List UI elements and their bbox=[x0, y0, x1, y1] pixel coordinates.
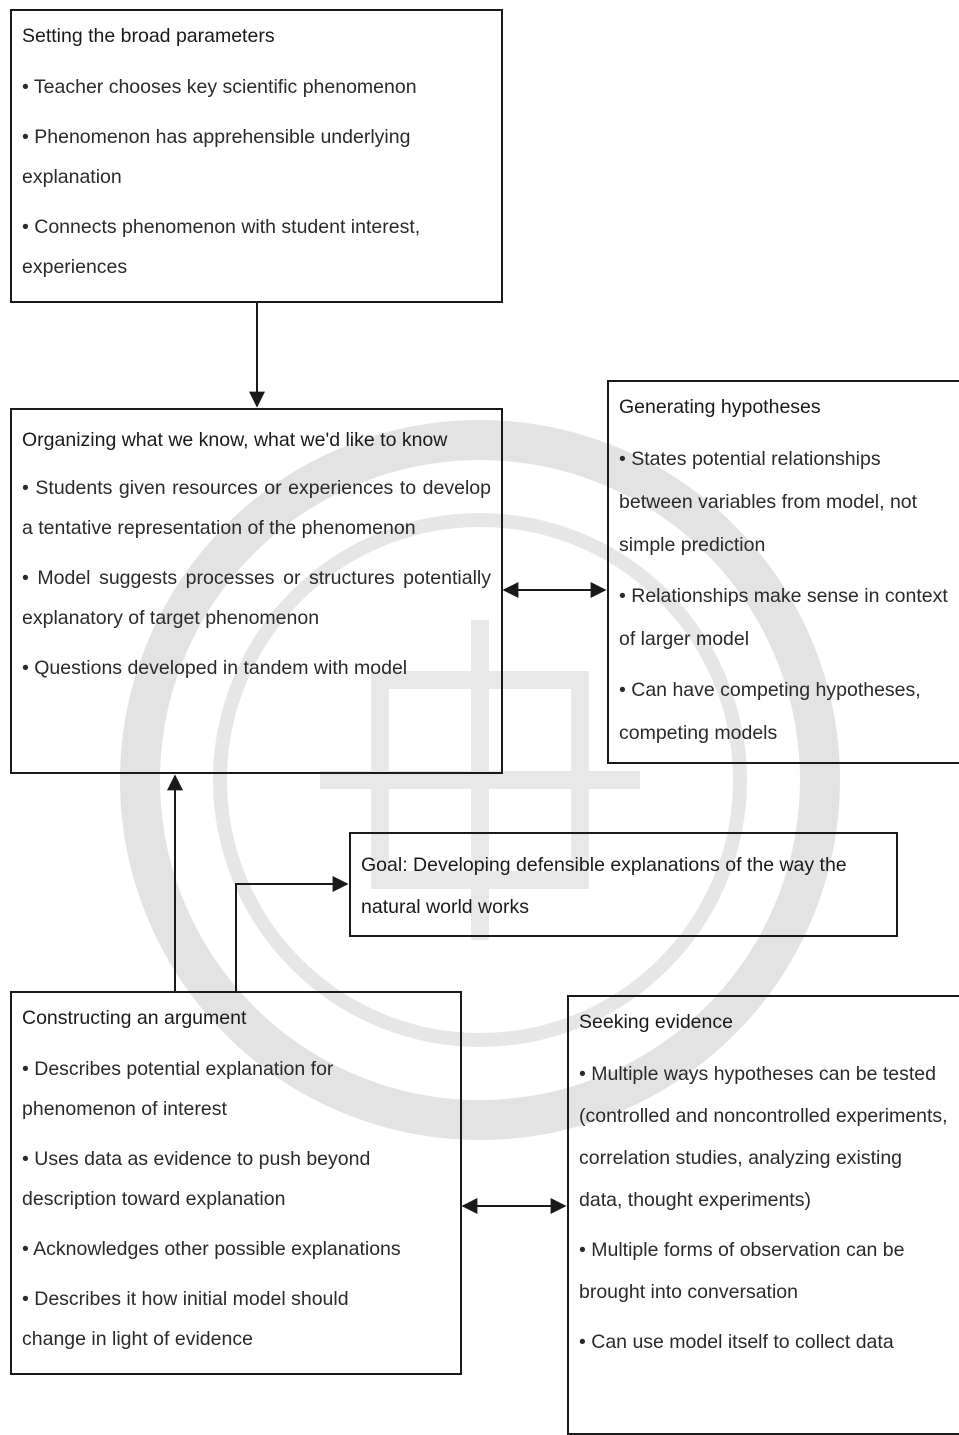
list-item: Relationships make sense in context of l… bbox=[619, 575, 955, 661]
list-item: Questions developed in tandem with model bbox=[22, 648, 491, 688]
box-setting-parameters: Setting the broad parameters Teacher cho… bbox=[10, 9, 503, 303]
list-item: Connects phenomenon with student interes… bbox=[22, 207, 472, 287]
box-title: Seeking evidence bbox=[579, 1011, 733, 1033]
box-goal: Goal: Developing defensible explanations… bbox=[349, 832, 898, 937]
list-item: Teacher chooses key scientific phenomeno… bbox=[22, 67, 491, 107]
list-item: States potential relationships between v… bbox=[619, 438, 955, 567]
box-organizing: Organizing what we know, what we'd like … bbox=[10, 408, 503, 774]
list-item: Can use model itself to collect data bbox=[579, 1321, 955, 1363]
list-item: Uses data as evidence to push beyond des… bbox=[22, 1139, 432, 1219]
box-constructing-argument: Constructing an argument Describes poten… bbox=[10, 991, 462, 1375]
box-title: Goal: Developing defensible explanations… bbox=[361, 854, 847, 918]
list-item: Phenomenon has apprehensible underlying … bbox=[22, 117, 462, 197]
list-item: Acknowledges other possible explanations bbox=[22, 1229, 450, 1269]
list-item: Can have competing hypotheses, competing… bbox=[619, 669, 955, 755]
box-title: Constructing an argument bbox=[22, 1007, 247, 1029]
list-item: Multiple ways hypotheses can be tested (… bbox=[579, 1053, 949, 1221]
list-item: Multiple forms of observation can be bro… bbox=[579, 1229, 959, 1313]
box-title: Setting the broad parameters bbox=[22, 25, 275, 47]
list-item: Describes it how initial model should ch… bbox=[22, 1279, 412, 1359]
box-seeking-evidence: Seeking evidence Multiple ways hypothese… bbox=[567, 995, 959, 1435]
arrow-constructing-to-goal bbox=[235, 876, 349, 991]
box-title: Organizing what we know, what we'd like … bbox=[22, 429, 448, 451]
list-item: Describes potential explanation for phen… bbox=[22, 1049, 402, 1129]
box-title: Generating hypotheses bbox=[619, 396, 821, 418]
list-item: Students given resources or experiences … bbox=[22, 468, 491, 548]
box-generating-hypotheses: Generating hypotheses States potential r… bbox=[607, 380, 959, 764]
list-item: Model suggests processes or structures p… bbox=[22, 558, 491, 638]
